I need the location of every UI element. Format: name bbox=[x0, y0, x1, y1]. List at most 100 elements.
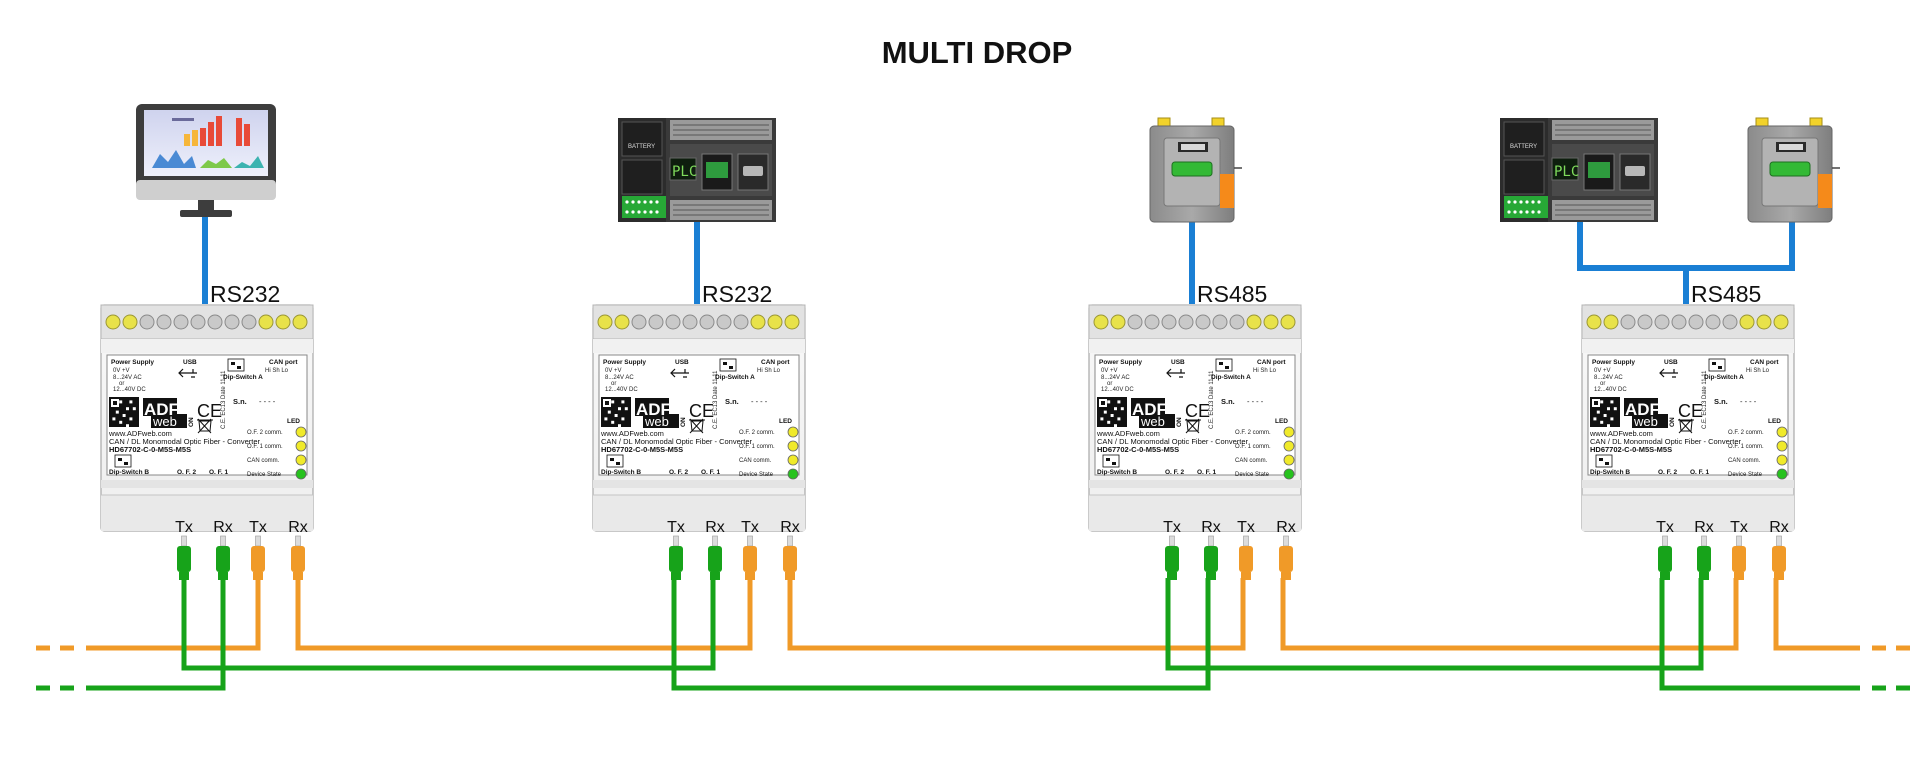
module-text: Power Supply bbox=[1099, 359, 1142, 366]
module-text: O. F. 1 bbox=[701, 469, 721, 476]
dip-switch-icon bbox=[1102, 454, 1120, 468]
module-text: Dip-Switch B bbox=[1590, 469, 1630, 476]
ce-side-text: C.E. EC13 Date 11.11 bbox=[713, 370, 719, 429]
port-label: Rx bbox=[1201, 519, 1221, 536]
fiber-connector-green bbox=[668, 535, 684, 581]
module-text: CAN / DL Monomodal Optic Fiber - Convert… bbox=[1590, 437, 1742, 446]
module-text: Dip-Switch B bbox=[109, 469, 149, 476]
module-text: S.n. bbox=[725, 397, 739, 406]
status-led bbox=[787, 426, 799, 438]
bus-label-4: RS485 bbox=[1691, 281, 1761, 307]
module-text: CAN port bbox=[761, 359, 790, 366]
status-led bbox=[1283, 454, 1295, 466]
module-text: Hi Sh Lo bbox=[757, 368, 781, 374]
led-label: Device State bbox=[1235, 472, 1270, 478]
module-text: Hi Sh Lo bbox=[265, 368, 289, 374]
fiber-connector-orange bbox=[290, 535, 306, 581]
fiber-connector-orange bbox=[782, 535, 798, 581]
module-text: USB bbox=[183, 359, 197, 366]
module-text: 8...24V AC bbox=[1594, 375, 1623, 381]
plc-device: BATTERY PLC bbox=[617, 117, 777, 223]
led-label: Device State bbox=[247, 472, 282, 478]
status-led bbox=[295, 426, 307, 438]
logo-adf-text: ADF bbox=[1132, 400, 1167, 419]
logo-adf-text: ADF bbox=[636, 400, 671, 419]
status-led bbox=[787, 454, 799, 466]
port-label: Tx bbox=[175, 519, 193, 536]
status-led bbox=[787, 468, 799, 480]
logo-web-text: web bbox=[1140, 414, 1165, 429]
module-text: Dip-Switch A bbox=[1704, 374, 1744, 381]
plc-battery-label-2: BATTERY bbox=[1510, 144, 1537, 150]
module-text: 8...24V AC bbox=[113, 375, 142, 381]
logo-web-text: web bbox=[644, 414, 669, 429]
qr-code-icon bbox=[109, 397, 139, 428]
fiber-connector-green bbox=[1164, 535, 1180, 581]
status-led bbox=[1776, 454, 1788, 466]
ce-side-text: C.E. EC13 Date 11.11 bbox=[1209, 370, 1215, 429]
fiber-ring-orange bbox=[36, 578, 1910, 651]
module-text: or bbox=[611, 381, 616, 387]
adfweb-logo: ADFweb bbox=[1624, 398, 1668, 429]
led-label: CAN comm. bbox=[247, 458, 280, 464]
led-label: O.F. 1 comm. bbox=[1235, 444, 1271, 450]
module-text: O. F. 2 bbox=[669, 469, 689, 476]
logo-web-text: web bbox=[152, 414, 177, 429]
plc-display-text-2: PLC bbox=[1554, 164, 1579, 180]
module-text: www.ADFweb.com bbox=[108, 429, 172, 438]
fiber-connector-orange bbox=[1238, 535, 1254, 581]
port-label: Tx bbox=[1730, 519, 1748, 536]
port-label: Rx bbox=[705, 519, 725, 536]
module-text: or bbox=[1600, 381, 1605, 387]
weee-bin-icon bbox=[1185, 418, 1201, 434]
ok-mark-text: ON bbox=[680, 417, 687, 427]
module-text: Dip-Switch B bbox=[1097, 469, 1137, 476]
module-text: LED bbox=[287, 418, 300, 425]
port-label: Rx bbox=[213, 519, 233, 536]
usb-icon bbox=[670, 368, 689, 378]
weee-bin-icon bbox=[689, 418, 705, 434]
port-label: Tx bbox=[741, 519, 759, 536]
logo-adf-text: ADF bbox=[144, 400, 179, 419]
module-text: CAN / DL Monomodal Optic Fiber - Convert… bbox=[601, 437, 753, 446]
ok-mark-text: ON bbox=[188, 417, 195, 427]
port-label: Rx bbox=[1769, 519, 1789, 536]
module-text: CAN / DL Monomodal Optic Fiber - Convert… bbox=[109, 437, 261, 446]
fiber-connector-orange bbox=[1771, 535, 1787, 581]
dip-switch-icon bbox=[1215, 358, 1233, 372]
module-text: O. F. 2 bbox=[177, 469, 197, 476]
module-text: Dip-Switch B bbox=[601, 469, 641, 476]
fiber-connector-green bbox=[1696, 535, 1712, 581]
monitor-device bbox=[136, 104, 276, 217]
module-text: 8...24V AC bbox=[605, 375, 634, 381]
dip-switch-icon bbox=[606, 454, 624, 468]
ce-mark-text: CE bbox=[1185, 401, 1210, 421]
dip-switch-icon bbox=[114, 454, 132, 468]
module-text: Dip-Switch A bbox=[223, 374, 263, 381]
module-text: O. F. 1 bbox=[209, 469, 229, 476]
dip-switch-icon bbox=[1595, 454, 1613, 468]
port-label: Tx bbox=[249, 519, 267, 536]
module-text: S.n. bbox=[1221, 397, 1235, 406]
module-text: HD67702-C-0-M5S-M5S bbox=[1097, 445, 1179, 454]
port-label: Rx bbox=[780, 519, 800, 536]
module-text: USB bbox=[675, 359, 689, 366]
module-text: 0V +V bbox=[1594, 368, 1611, 374]
fiber-connector-orange bbox=[742, 535, 758, 581]
fiber-connector-green bbox=[215, 535, 231, 581]
fiber-connector-green bbox=[1203, 535, 1219, 581]
diagram-title: MULTI DROP bbox=[882, 35, 1073, 70]
plc-device-2: BATTERY PLC bbox=[1499, 117, 1659, 223]
module-text: CAN / DL Monomodal Optic Fiber - Convert… bbox=[1097, 437, 1249, 446]
module-text: 0V +V bbox=[1101, 368, 1118, 374]
port-label: Rx bbox=[1694, 519, 1714, 536]
module-text: CAN port bbox=[1750, 359, 1779, 366]
led-label: CAN comm. bbox=[1728, 458, 1761, 464]
fiber-connector-orange bbox=[1278, 535, 1294, 581]
module-text: LED bbox=[1275, 418, 1288, 425]
module-text: 12...40V DC bbox=[1594, 387, 1627, 393]
adfweb-logo: ADFweb bbox=[635, 398, 679, 429]
module-text: - - - - bbox=[1247, 397, 1264, 406]
